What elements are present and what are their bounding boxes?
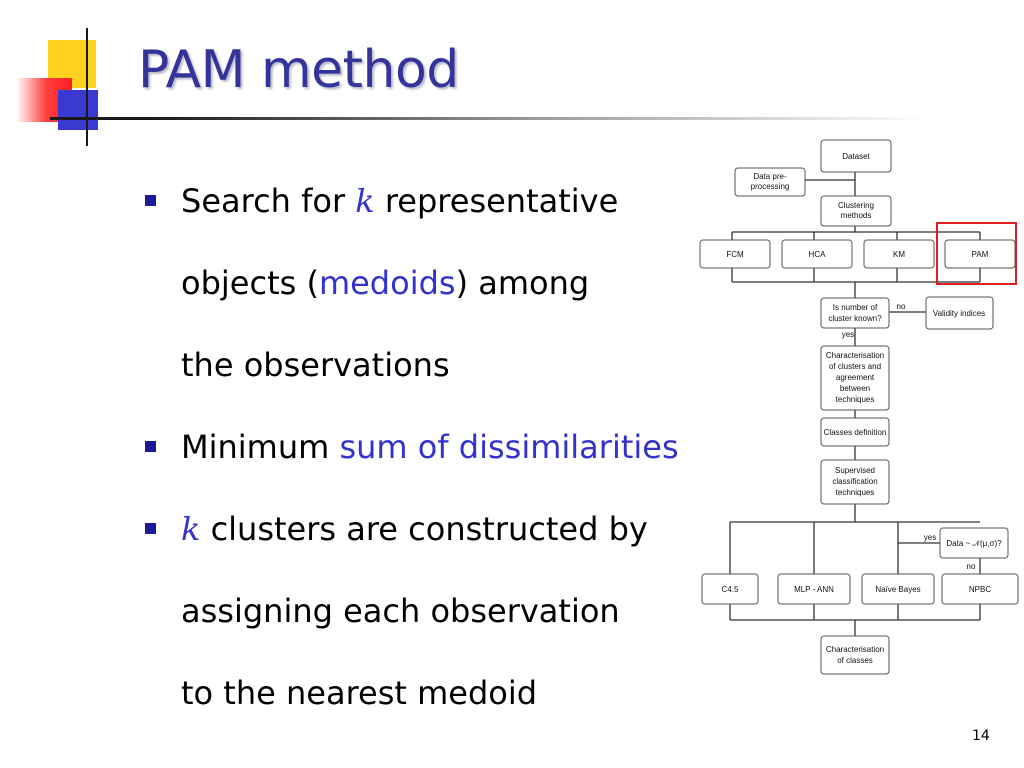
label-method: FCM: [726, 250, 744, 259]
bullet-line: Minimum sum of dissimilarities: [181, 406, 745, 488]
label-characterisation: techniques: [836, 395, 875, 404]
highlight-term: medoids: [318, 264, 456, 302]
bullet-item: Search for k representative objects (med…: [145, 160, 745, 406]
label-characterisation: between: [840, 384, 870, 393]
node-clustering-methods: [820, 195, 892, 227]
label-question: cluster known?: [828, 314, 882, 323]
decor-vertical-line: [86, 28, 88, 146]
label-data-test: Data ~ 𝒩(μ,σ)?: [946, 539, 1002, 548]
text: clusters are constructed by: [200, 510, 648, 548]
label-preprocessing: processing: [751, 182, 790, 191]
node-dataset: [820, 139, 892, 173]
label-validity: Validity indices: [933, 309, 985, 318]
label-no: no: [967, 562, 976, 571]
text: to the nearest medoid: [181, 674, 538, 712]
variable-k: k: [181, 510, 201, 548]
decor-blue-square: [58, 90, 98, 130]
variable-k: k: [355, 182, 375, 220]
bullet-item: Minimum sum of dissimilarities: [145, 406, 745, 488]
label-method: KM: [893, 250, 905, 259]
pam-highlight-frame: [936, 222, 1017, 285]
label-method: PAM: [972, 250, 989, 259]
bullet-line: the observations: [181, 324, 745, 406]
label-question: Is number of: [833, 303, 878, 312]
node-cluster-known-question: [820, 297, 890, 329]
label-yes: yes: [924, 533, 936, 542]
node-supervised-classification: [820, 459, 890, 505]
bullet-line: objects (medoids) among: [181, 242, 745, 324]
bullet-list: Search for k representative objects (med…: [145, 160, 745, 734]
label-clustering-methods: methods: [841, 211, 872, 220]
pam-flowchart-diagram: Dataset Data pre- processing Clustering …: [699, 139, 1019, 675]
node-fcm: [699, 239, 771, 269]
label-characterisation: agreement: [836, 373, 875, 382]
text: representative: [374, 182, 619, 220]
label-supervised: classification: [832, 477, 877, 486]
page-number: 14: [972, 728, 990, 744]
text: assigning each observation: [181, 592, 620, 630]
label-supervised: techniques: [836, 488, 875, 497]
node-km: [863, 239, 935, 269]
label-dataset: Dataset: [842, 152, 870, 161]
text: Search for: [181, 182, 356, 220]
label-supervised: Supervised: [835, 466, 875, 475]
label-method: HCA: [809, 250, 827, 259]
label-classifier: MLP - ANN: [794, 585, 834, 594]
label-yes: yes: [842, 330, 854, 339]
text: ) among: [455, 264, 590, 302]
node-mlp-ann: [777, 573, 851, 605]
node-validity-indices: [925, 296, 994, 330]
label-no: no: [897, 302, 906, 311]
bullet-line: Search for k representative: [181, 160, 745, 242]
bullet-item: k clusters are constructed by assigning …: [145, 488, 745, 734]
label-classifier: C4.5: [722, 585, 739, 594]
bullet-line: k clusters are constructed by: [181, 488, 745, 570]
label-characterisation: of clusters and: [829, 362, 881, 371]
text: Minimum: [181, 428, 340, 466]
node-data-normal-test: [939, 527, 1009, 559]
slide-title: PAM method: [138, 40, 459, 100]
label-final: of classes: [837, 656, 873, 665]
text: the observations: [181, 346, 450, 384]
node-classes-definition: [820, 417, 890, 447]
node-hca: [781, 239, 853, 269]
bullet-square-icon: [145, 195, 156, 206]
node-characterisation-clusters: [820, 345, 890, 411]
node-preprocessing: [734, 167, 806, 197]
node-c45: [701, 573, 759, 605]
label-clustering-methods: Clustering: [838, 201, 874, 210]
label-final: Characterisation: [826, 645, 884, 654]
node-characterisation-classes: [820, 635, 890, 675]
highlight-term: sum of dissimilarities: [339, 428, 679, 466]
title-underline: [50, 117, 930, 120]
bullet-line: to the nearest medoid: [181, 652, 745, 734]
bullet-square-icon: [145, 441, 156, 452]
label-classes-definition: Classes definition: [824, 428, 887, 437]
bullet-square-icon: [145, 523, 156, 534]
text: objects (: [181, 264, 319, 302]
label-classifier: Naïve Bayes: [875, 585, 920, 594]
label-classifier: NPBC: [969, 585, 991, 594]
bullet-line: assigning each observation: [181, 570, 745, 652]
node-naive-bayes: [861, 573, 935, 605]
label-characterisation: Characterisation: [826, 351, 884, 360]
label-preprocessing: Data pre-: [753, 172, 787, 181]
node-npbc: [941, 573, 1019, 605]
